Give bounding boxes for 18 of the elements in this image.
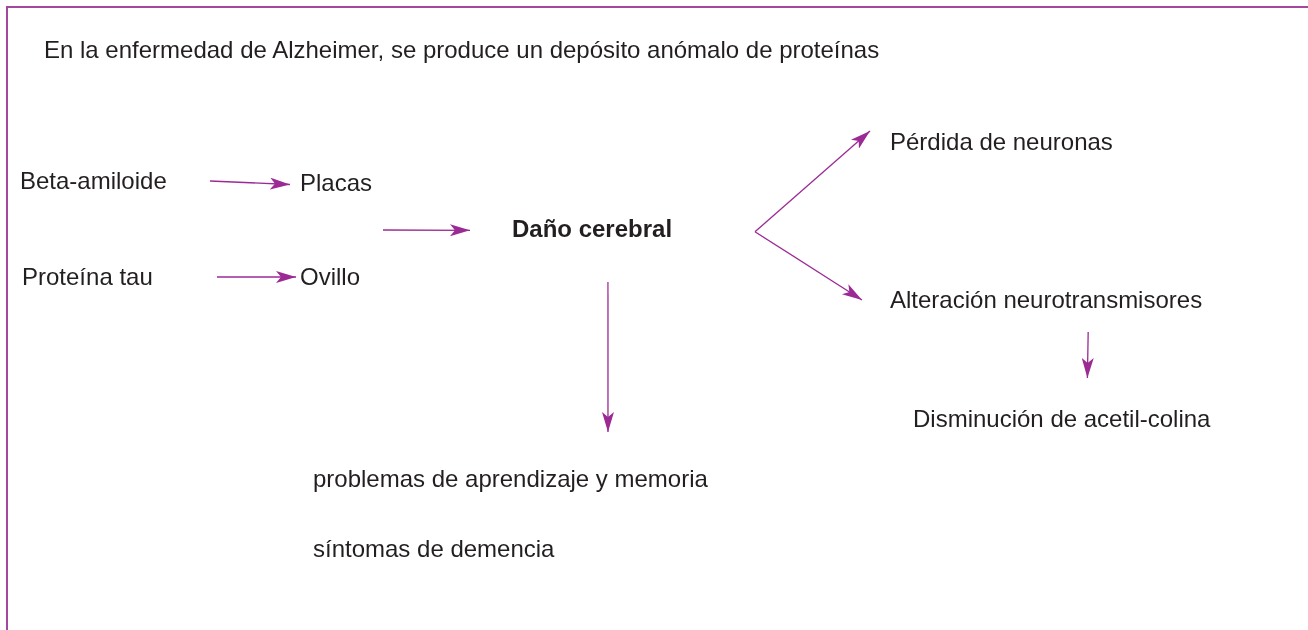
arrow bbox=[216, 271, 297, 283]
node-label: Disminución de acetil-colina bbox=[913, 404, 1212, 434]
node-label: Alteración neurotransmisores bbox=[890, 285, 1204, 315]
node-label: problemas de aprendizaje y memoria bbox=[313, 464, 709, 494]
node-label: Ovillo bbox=[300, 262, 361, 292]
arrow bbox=[754, 231, 863, 301]
node-label: Proteína tau bbox=[22, 262, 154, 292]
title: En la enfermedad de Alzheimer, se produce un depósito anómalo de proteínas bbox=[44, 35, 880, 65]
node-label: Pérdida de neuronas bbox=[890, 127, 1114, 157]
arrow bbox=[382, 224, 471, 237]
arrow bbox=[602, 281, 614, 433]
node-label: Placas bbox=[300, 168, 374, 198]
arrow bbox=[754, 130, 871, 233]
arrow bbox=[1081, 331, 1094, 379]
node-label: Beta-amiloide bbox=[20, 166, 168, 196]
node-label: síntomas de demencia bbox=[313, 534, 556, 564]
arrow bbox=[209, 177, 291, 190]
node-label: Daño cerebral bbox=[512, 214, 674, 244]
